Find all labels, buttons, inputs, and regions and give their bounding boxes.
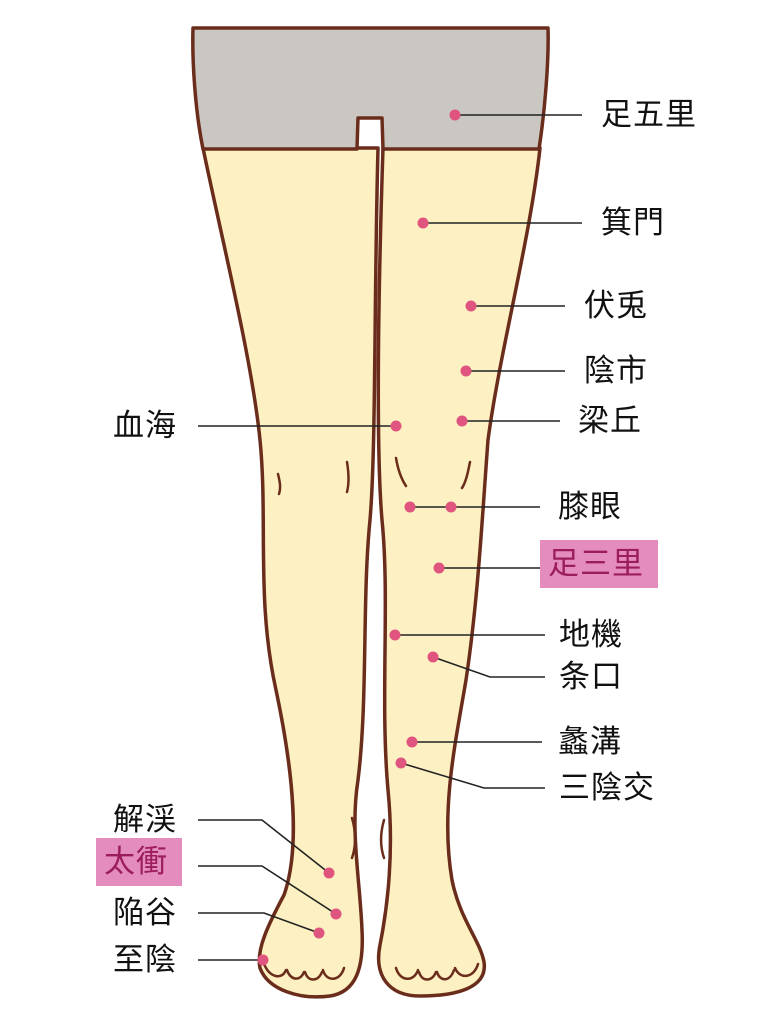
point-dot (404, 501, 416, 513)
label-ashigori: 足五里 (601, 97, 697, 133)
point-dot (395, 757, 407, 769)
label-jokou: 条口 (559, 659, 623, 695)
toe-right-3 (435, 968, 456, 981)
point-dot (433, 562, 445, 574)
knee-line-right-1 (394, 456, 408, 488)
label-kankoku: 陥谷 (113, 895, 177, 931)
point-dot (390, 420, 402, 432)
point-dot (323, 867, 335, 879)
leader-jokou (432, 656, 545, 678)
label-futo: 伏兎 (584, 288, 648, 324)
ankle-line-right (379, 818, 386, 860)
toe-left-3 (303, 970, 324, 981)
toe-right-4 (453, 962, 480, 977)
label-taisho: 太衝 (96, 838, 182, 886)
toe-left-4 (321, 966, 346, 980)
knee-line-left-2 (345, 460, 350, 494)
label-chiki: 地機 (559, 617, 623, 653)
label-shiin: 至陰 (113, 942, 177, 978)
point-dot (330, 908, 342, 920)
toe-right-2 (417, 970, 438, 981)
point-dot (406, 736, 418, 748)
left-leg (201, 146, 380, 999)
label-shitsugan: 膝眼 (558, 489, 622, 525)
label-reiko: 蠡溝 (558, 724, 622, 760)
knee-line-right-2 (460, 460, 472, 490)
point-dot (465, 300, 477, 312)
point-dot (456, 415, 468, 427)
point-dot (449, 109, 461, 121)
point-dot (417, 217, 429, 229)
toe-right-1 (394, 966, 420, 980)
point-dot (460, 365, 472, 377)
label-kekkai: 血海 (113, 408, 177, 444)
toe-left-1 (262, 962, 288, 978)
leader-taisho (198, 865, 337, 915)
label-ryokyu: 梁丘 (578, 403, 642, 439)
point-dot (427, 651, 439, 663)
label-inshi: 陰市 (584, 353, 648, 389)
point-dot (445, 501, 457, 513)
shorts (191, 26, 550, 151)
leader-kankoku (198, 912, 320, 934)
point-dot (313, 927, 325, 939)
leader-saninko (400, 762, 545, 789)
knee-line-left-1 (276, 472, 282, 496)
label-kimon: 箕門 (601, 205, 665, 241)
right-leg (376, 146, 542, 998)
label-saninko: 三陰交 (559, 770, 655, 806)
point-dot (389, 629, 401, 641)
point-dot (257, 954, 269, 966)
label-ashisanri: 足三里 (540, 540, 658, 588)
ankle-line-left (350, 816, 357, 860)
leader-kaikei (198, 819, 330, 874)
label-kaikei: 解渓 (113, 802, 177, 838)
toe-left-2 (285, 968, 306, 980)
